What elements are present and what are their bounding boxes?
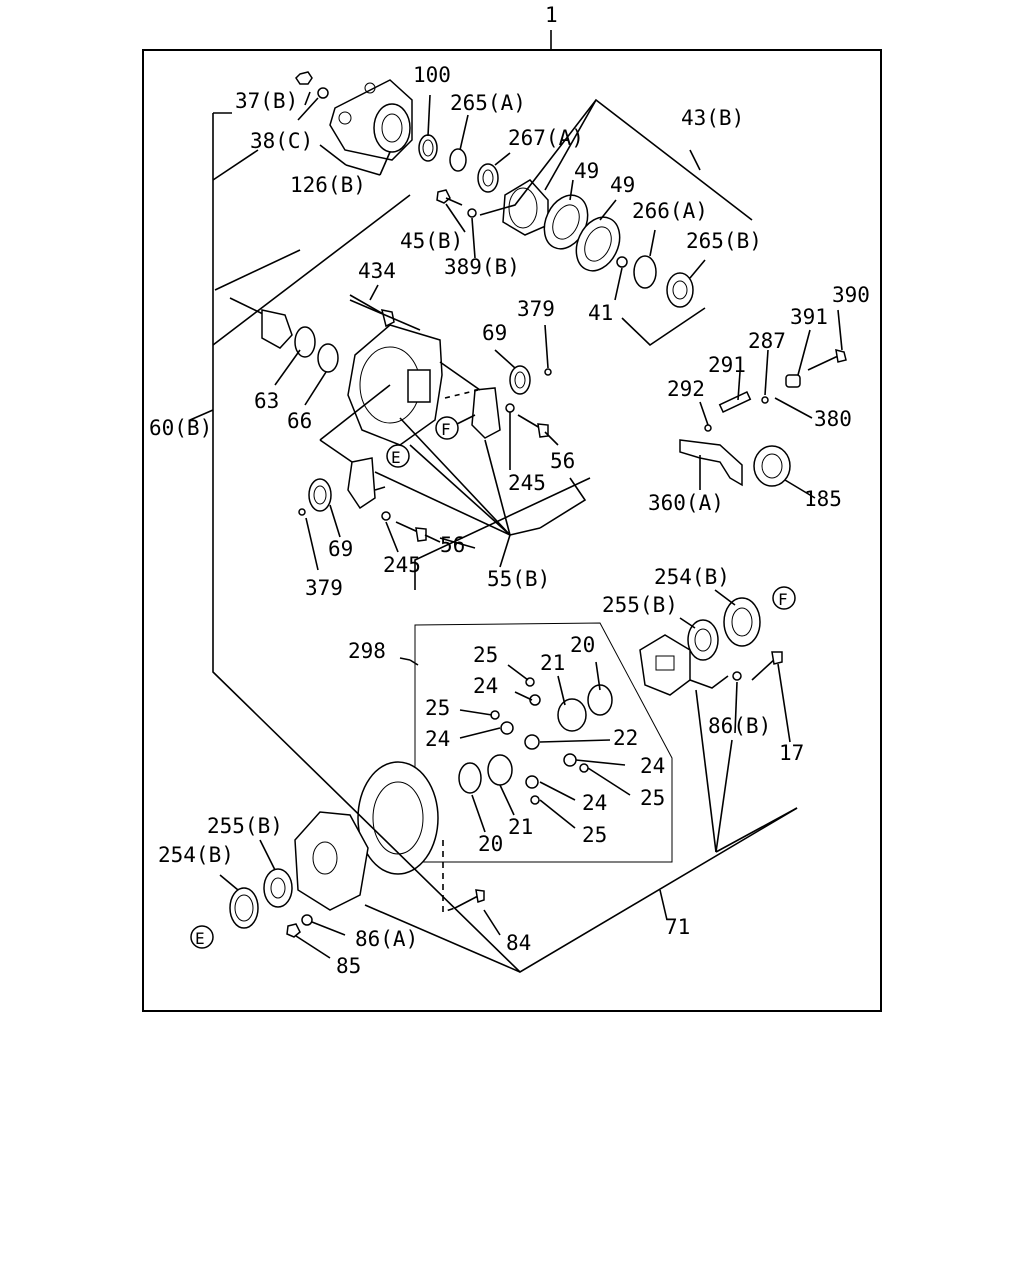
label-86b: 86(B) [708, 714, 771, 738]
label-49-a: 49 [574, 159, 599, 183]
diff-case-half [639, 634, 783, 696]
label-71: 71 [665, 915, 690, 939]
shift-fork-assembly [679, 348, 847, 487]
label-255b-top: 255(B) [602, 593, 678, 617]
callout-f-upper: F [435, 416, 459, 440]
shims-49 [543, 194, 621, 272]
label-380: 380 [814, 407, 852, 431]
label-287: 287 [748, 329, 786, 353]
bearing-cap-e [298, 457, 427, 542]
label-24-d: 24 [582, 791, 607, 815]
flange-nut [295, 71, 329, 99]
spacer-41-bearing-266a [616, 255, 694, 308]
svg-text:E: E [195, 929, 205, 948]
drive-pinion [229, 297, 339, 373]
bearing-cap-f [471, 387, 549, 439]
label-390: 390 [832, 283, 870, 307]
label-56-top: 56 [550, 449, 575, 473]
label-85: 85 [336, 954, 361, 978]
label-49-b: 49 [610, 173, 635, 197]
label-60b: 60(B) [149, 416, 212, 440]
label-389b: 389(B) [444, 255, 520, 279]
diagram-frame [142, 49, 882, 1012]
label-66: 66 [287, 409, 312, 433]
bolt-45b [436, 189, 477, 218]
label-55b: 55(B) [487, 567, 550, 591]
label-267a: 267(A) [508, 126, 584, 150]
bearing-265a [449, 148, 499, 193]
label-25-a: 25 [473, 643, 498, 667]
label-56-bottom: 56 [440, 533, 465, 557]
label-379-top: 379 [517, 297, 555, 321]
label-41: 41 [588, 301, 613, 325]
differential-gears-298 [414, 622, 673, 863]
label-255b-bottom: 255(B) [207, 814, 283, 838]
label-245-bottom: 245 [383, 553, 421, 577]
svg-text:E: E [391, 448, 401, 467]
label-265b: 265(B) [686, 229, 762, 253]
label-17: 17 [779, 741, 804, 765]
label-22: 22 [613, 726, 638, 750]
label-86a: 86(A) [355, 927, 418, 951]
label-254b-bottom: 254(B) [158, 843, 234, 867]
callout-f-lower: F [772, 586, 796, 610]
label-185: 185 [804, 487, 842, 511]
label-20-b: 20 [478, 832, 503, 856]
label-266a: 266(A) [632, 199, 708, 223]
label-43b: 43(B) [681, 106, 744, 130]
adjust-nut-69-top [509, 365, 552, 395]
label-1: 1 [545, 3, 558, 27]
label-21-a: 21 [540, 651, 565, 675]
leader-lines [189, 91, 843, 974]
callout-e-lower: E [190, 925, 214, 949]
label-69-bottom: 69 [328, 537, 353, 561]
svg-text:F: F [778, 590, 788, 609]
label-100: 100 [413, 63, 451, 87]
pinion-flange [329, 79, 413, 161]
label-25-b: 25 [425, 696, 450, 720]
label-379-bottom: 379 [305, 576, 343, 600]
svg-text:F: F [441, 420, 451, 439]
ring-gear-and-case [229, 761, 485, 938]
stud-434 [349, 294, 395, 328]
label-20-a: 20 [570, 633, 595, 657]
label-298: 298 [348, 639, 386, 663]
label-25-d: 25 [582, 823, 607, 847]
label-45b: 45(B) [400, 229, 463, 253]
label-24-a: 24 [473, 674, 498, 698]
label-391: 391 [790, 305, 828, 329]
label-84: 84 [506, 931, 531, 955]
oil-seal-100 [418, 134, 438, 162]
callout-e-upper: E [386, 444, 410, 468]
label-25-c: 25 [640, 786, 665, 810]
label-254b-top: 254(B) [654, 565, 730, 589]
label-21-b: 21 [508, 815, 533, 839]
bearing-retainer [502, 179, 549, 236]
label-37b: 37(B) [235, 89, 298, 113]
bearing-outer-top [687, 597, 761, 661]
label-360a: 360(A) [648, 491, 724, 515]
label-291: 291 [708, 353, 746, 377]
label-245-top: 245 [508, 471, 546, 495]
label-38c: 38(C) [250, 129, 313, 153]
label-69-top: 69 [482, 321, 507, 345]
label-126b: 126(B) [290, 173, 366, 197]
label-265a: 265(A) [450, 91, 526, 115]
label-434: 434 [358, 259, 396, 283]
label-63: 63 [254, 389, 279, 413]
label-24-b: 24 [425, 727, 450, 751]
label-292: 292 [667, 377, 705, 401]
label-24-c: 24 [640, 754, 665, 778]
differential-carrier [347, 324, 443, 446]
